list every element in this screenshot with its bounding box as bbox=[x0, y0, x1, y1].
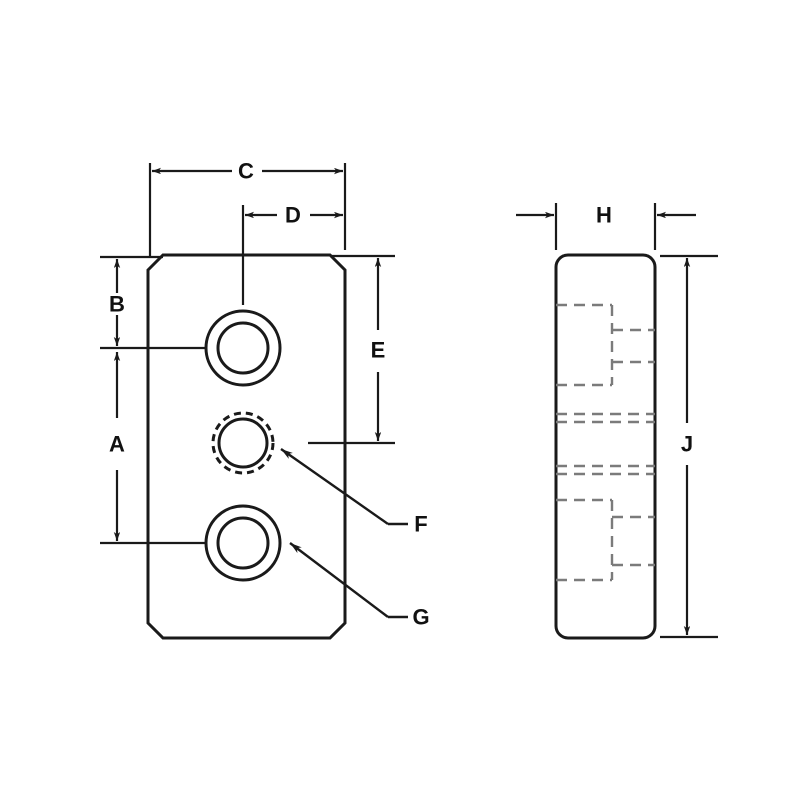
dimension-A: A bbox=[100, 352, 206, 545]
middle-hole bbox=[211, 411, 275, 475]
dimension-C: C bbox=[148, 159, 347, 258]
dimension-B-label: B bbox=[109, 292, 125, 317]
dimension-F-label: F bbox=[414, 512, 427, 537]
dimension-J: J bbox=[660, 254, 718, 639]
dimension-A-label: A bbox=[109, 432, 125, 457]
dimension-H: H bbox=[516, 203, 696, 250]
top-hole bbox=[204, 309, 282, 387]
side-view-body-outline bbox=[554, 253, 657, 640]
side-view-bottom-counterbore-hidden bbox=[556, 498, 655, 582]
dimension-C-label: C bbox=[238, 159, 254, 184]
bottom-hole bbox=[204, 504, 282, 582]
dimension-D-label: D bbox=[285, 203, 301, 228]
bottom-hole-inner-circle bbox=[216, 516, 270, 570]
dimension-H-label: H bbox=[596, 203, 612, 228]
middle-hole-outer-dashed-circle bbox=[211, 411, 275, 475]
side-view-group: H J bbox=[516, 203, 718, 640]
dimension-E: E bbox=[308, 254, 395, 445]
dimension-B: B bbox=[100, 255, 206, 350]
middle-hole-inner-circle bbox=[217, 417, 269, 469]
leader-G-line bbox=[289, 542, 389, 618]
dimension-E-label: E bbox=[371, 338, 386, 363]
leader-F: F bbox=[280, 448, 428, 537]
leader-G: G bbox=[289, 542, 430, 630]
side-view-top-counterbore-hidden bbox=[556, 303, 655, 387]
front-view-body-outline bbox=[146, 253, 347, 640]
side-view-middle-hole-hidden bbox=[556, 412, 655, 476]
leader-F-line bbox=[280, 448, 389, 525]
top-hole-inner-circle bbox=[216, 321, 270, 375]
dimension-G-label: G bbox=[412, 605, 429, 630]
dimension-J-label: J bbox=[681, 432, 693, 457]
dimension-D: D bbox=[241, 203, 343, 305]
front-view-group: C D B A bbox=[100, 159, 430, 640]
